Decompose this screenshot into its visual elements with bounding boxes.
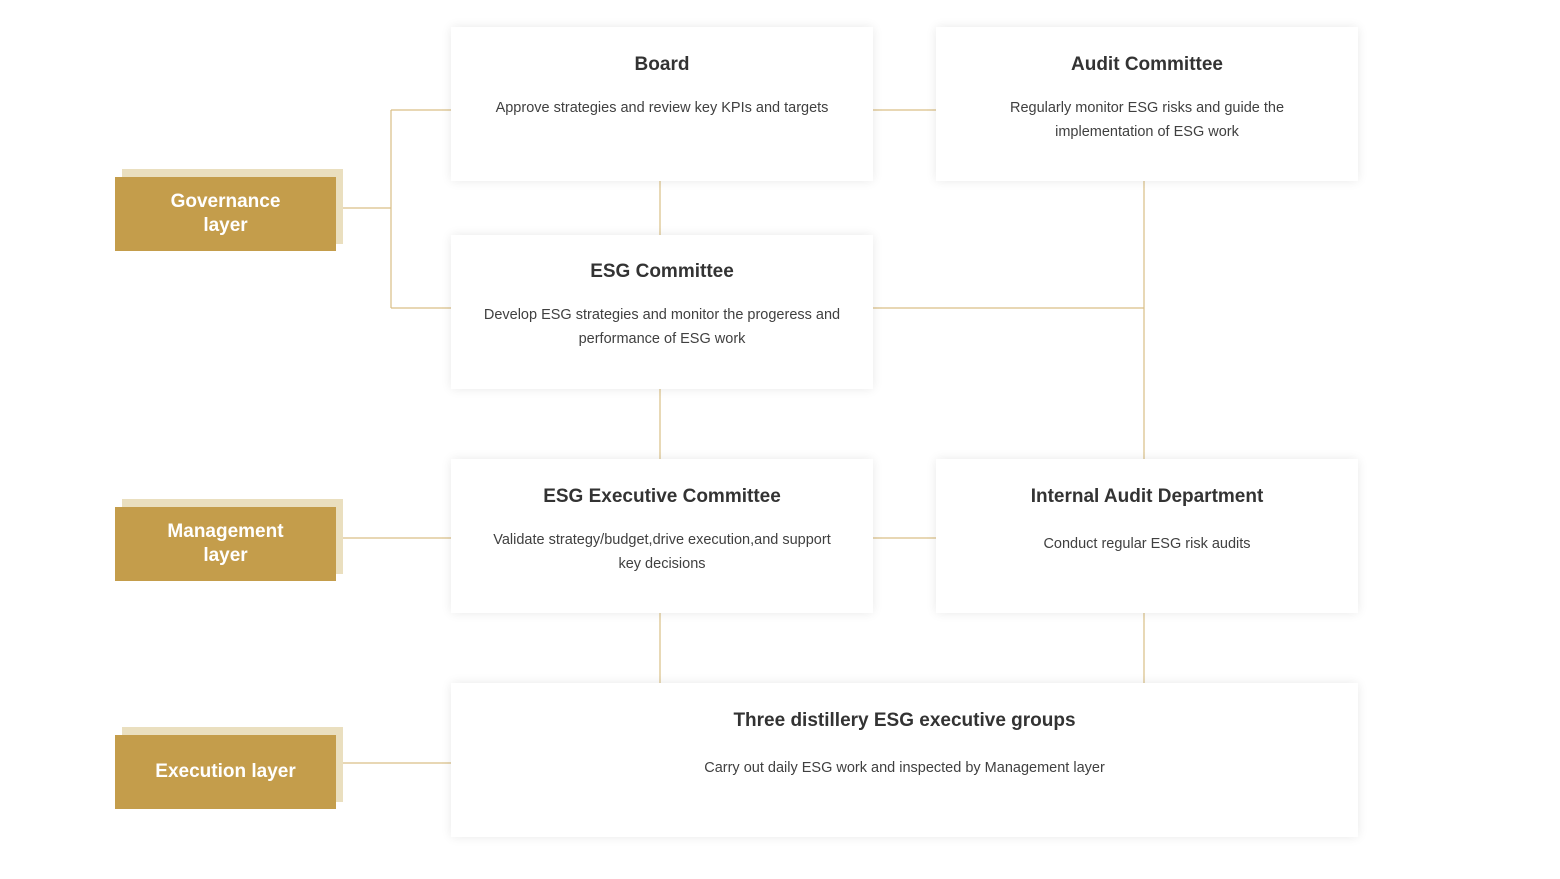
card-title: Internal Audit Department [1030,486,1264,507]
board-card: Board Approve strategies and review key … [451,27,873,181]
management-layer-label: Management layer [115,507,336,581]
card-description: Develop ESG strategies and monitor the p… [483,307,841,347]
card-title: ESG Executive Committee [543,486,781,507]
card-title: Board [634,54,690,75]
card-title: ESG Committee [590,261,734,282]
esg-committee-card: ESG Committee Develop ESG strategies and… [451,235,873,389]
card-description: Approve strategies and review key KPIs a… [495,100,829,116]
execution-layer-label: Execution layer [115,735,336,809]
execution-layer-badge: Execution layer [115,727,343,809]
card-description: Validate strategy/budget,drive execution… [493,532,831,572]
audit-committee-card: Audit Committee Regularly monitor ESG ri… [936,27,1358,181]
execution-groups-card: Three distillery ESG executive groups Ca… [451,683,1358,837]
card-title: Audit Committee [1071,54,1223,75]
card-description: Carry out daily ESG work and inspected b… [704,760,1105,776]
internal-audit-department-card: Internal Audit Department Conduct regula… [936,459,1358,613]
governance-layer-badge: Governance layer [115,169,343,251]
card-title: Three distillery ESG executive groups [733,710,1076,731]
management-layer-badge: Management layer [115,499,343,581]
card-description: Regularly monitor ESG risks and guide th… [1009,100,1285,140]
card-description: Conduct regular ESG risk audits [1043,536,1251,552]
governance-layer-label: Governance layer [115,177,336,251]
esg-executive-committee-card: ESG Executive Committee Validate strateg… [451,459,873,613]
